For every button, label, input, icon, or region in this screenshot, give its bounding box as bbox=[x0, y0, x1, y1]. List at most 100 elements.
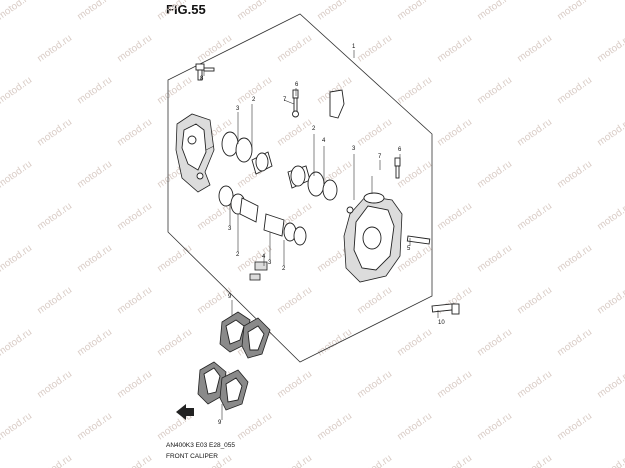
watermark-text: motod.ru bbox=[275, 453, 314, 468]
watermark-text: motod.ru bbox=[555, 0, 594, 22]
figure-caption: FRONT CALIPER bbox=[166, 453, 218, 460]
watermark-text: motod.ru bbox=[515, 201, 554, 233]
watermark-text: motod.ru bbox=[515, 285, 554, 317]
watermark-text: motod.ru bbox=[0, 411, 34, 443]
watermark-text: motod.ru bbox=[355, 33, 394, 65]
watermark-text: motod.ru bbox=[435, 453, 474, 468]
watermark-text: motod.ru bbox=[355, 285, 394, 317]
watermark-text: motod.ru bbox=[435, 33, 474, 65]
watermark-text: motod.ru bbox=[595, 369, 625, 401]
watermark-text: motod.ru bbox=[595, 453, 625, 468]
callout-2: 2 bbox=[252, 97, 256, 103]
watermark-text: motod.ru bbox=[515, 33, 554, 65]
watermark-text: motod.ru bbox=[115, 33, 154, 65]
watermark-text: motod.ru bbox=[355, 369, 394, 401]
callout-3: 3 bbox=[228, 226, 232, 232]
figure-code: AN400K3 E03 E28_055 bbox=[166, 442, 236, 449]
watermark-text: motod.ru bbox=[555, 327, 594, 359]
watermark-text: motod.ru bbox=[515, 369, 554, 401]
watermark-text: motod.ru bbox=[395, 243, 434, 275]
watermark-text: motod.ru bbox=[275, 117, 314, 149]
watermark-text: motod.ru bbox=[395, 0, 434, 22]
figure-title: FIG.55 bbox=[166, 2, 206, 17]
watermark-text: motod.ru bbox=[195, 33, 234, 65]
watermark-text: motod.ru bbox=[275, 33, 314, 65]
callout-2: 2 bbox=[282, 266, 286, 272]
watermark-text: motod.ru bbox=[0, 243, 34, 275]
watermark-text: motod.ru bbox=[555, 159, 594, 191]
watermark-text: motod.ru bbox=[0, 327, 34, 359]
pad-pin-5 bbox=[406, 235, 431, 245]
watermark-text: motod.ru bbox=[555, 75, 594, 107]
watermark-text: motod.ru bbox=[115, 285, 154, 317]
watermark-text: motod.ru bbox=[0, 159, 34, 191]
watermark-text: motod.ru bbox=[75, 243, 114, 275]
callout-10: 10 bbox=[438, 320, 445, 326]
watermark-text: motod.ru bbox=[555, 243, 594, 275]
watermark-text: motod.ru bbox=[395, 327, 434, 359]
assembly-frame bbox=[167, 13, 433, 363]
watermark-text: motod.ru bbox=[315, 411, 354, 443]
watermark-text: motod.ru bbox=[435, 201, 474, 233]
callout-7: 7 bbox=[283, 97, 287, 103]
watermark-text: motod.ru bbox=[115, 201, 154, 233]
watermark-text: motod.ru bbox=[475, 327, 514, 359]
watermark-text: motod.ru bbox=[75, 0, 114, 22]
watermark-text: motod.ru bbox=[35, 117, 74, 149]
watermark-text: motod.ru bbox=[115, 117, 154, 149]
watermark-text: motod.ru bbox=[155, 75, 194, 107]
watermark-text: motod.ru bbox=[35, 285, 74, 317]
bleeder-screw-right bbox=[394, 157, 401, 179]
bleeder-screw-left bbox=[292, 89, 299, 118]
watermark-text: motod.ru bbox=[315, 327, 354, 359]
watermark-text: motod.ru bbox=[235, 0, 274, 22]
watermark-text: motod.ru bbox=[475, 0, 514, 22]
callout-2: 2 bbox=[236, 252, 240, 258]
pin-clip-4 bbox=[249, 261, 268, 281]
watermark-text: motod.ru bbox=[595, 33, 625, 65]
callout-3: 3 bbox=[352, 146, 356, 152]
watermark-text: motod.ru bbox=[155, 327, 194, 359]
watermark-text: motod.ru bbox=[0, 75, 34, 107]
callout-3: 3 bbox=[268, 260, 272, 266]
callout-5: 5 bbox=[407, 246, 411, 252]
mounting-bolt-10 bbox=[431, 303, 460, 315]
watermark-text: motod.ru bbox=[595, 201, 625, 233]
watermark-text: motod.ru bbox=[35, 33, 74, 65]
caliper-bracket bbox=[175, 113, 215, 193]
callout-4: 4 bbox=[262, 254, 266, 260]
watermark-text: motod.ru bbox=[195, 285, 234, 317]
watermark-text: motod.ru bbox=[395, 411, 434, 443]
piston-seal-set-right bbox=[287, 165, 354, 214]
watermark-text: motod.ru bbox=[155, 243, 194, 275]
watermark-text: motod.ru bbox=[315, 0, 354, 22]
watermark-text: motod.ru bbox=[75, 75, 114, 107]
watermark-text: motod.ru bbox=[75, 411, 114, 443]
callout-8: 8 bbox=[200, 76, 204, 82]
watermark-text: motod.ru bbox=[355, 117, 394, 149]
watermark-text: motod.ru bbox=[475, 411, 514, 443]
watermark-text: motod.ru bbox=[515, 117, 554, 149]
callout-6: 6 bbox=[398, 147, 402, 153]
watermark-text: motod.ru bbox=[275, 285, 314, 317]
watermark-text: motod.ru bbox=[595, 117, 625, 149]
callout-7: 7 bbox=[378, 154, 382, 160]
caliper-housing bbox=[343, 176, 403, 283]
watermark-text: motod.ru bbox=[75, 327, 114, 359]
watermark-text: motod.ru bbox=[395, 159, 434, 191]
watermark-text: motod.ru bbox=[395, 75, 434, 107]
watermark-text: motod.ru bbox=[115, 453, 154, 468]
watermark-text: motod.ru bbox=[355, 453, 394, 468]
watermark-text: motod.ru bbox=[155, 0, 194, 22]
watermark-text: motod.ru bbox=[35, 453, 74, 468]
watermark-text: motod.ru bbox=[475, 159, 514, 191]
callout-9: 9 bbox=[218, 420, 222, 426]
watermark-text: motod.ru bbox=[35, 201, 74, 233]
leader-lines bbox=[203, 50, 439, 420]
watermark-text: motod.ru bbox=[75, 159, 114, 191]
front-direction-arrow bbox=[176, 404, 194, 420]
watermark-text: motod.ru bbox=[435, 117, 474, 149]
callout-9: 9 bbox=[228, 294, 232, 300]
